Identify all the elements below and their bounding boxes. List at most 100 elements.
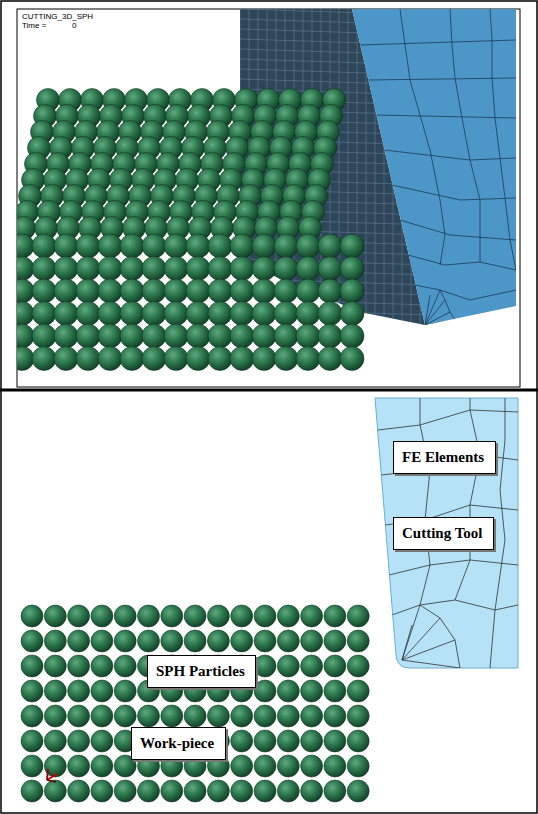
sph-particle (347, 755, 369, 777)
sph-particle (120, 279, 144, 303)
sph-particle (318, 257, 342, 281)
sph-particle (186, 279, 210, 303)
sph-particle (230, 257, 254, 281)
sph-particle (301, 780, 323, 802)
sph-particle (252, 234, 276, 258)
sph-particle (76, 347, 100, 371)
sph-particle (296, 347, 320, 371)
sph-particle (98, 347, 122, 371)
sph-particle (44, 730, 66, 752)
sph-particle (274, 234, 298, 258)
sph-particle (54, 347, 78, 371)
sph-particle (301, 755, 323, 777)
sph-particle (164, 257, 188, 281)
sph-particle (318, 347, 342, 371)
sph-particle (252, 257, 276, 281)
sph-particle (347, 680, 369, 702)
sph-particle (142, 347, 166, 371)
sph-particle (54, 324, 78, 348)
sph-particle (231, 605, 253, 627)
sph-particle (252, 324, 276, 348)
sph-particle (161, 630, 183, 652)
sph-particle (91, 605, 113, 627)
callout-box: Work-piece (131, 727, 226, 760)
sph-particle (301, 630, 323, 652)
sph-particle (254, 780, 276, 802)
callout-text: SPH Particles (156, 663, 245, 680)
sph-particle (17, 347, 34, 371)
bottom-view (21, 398, 518, 802)
sph-particle (91, 730, 113, 752)
sph-particle (252, 347, 276, 371)
sph-particle (138, 705, 160, 727)
sph-particle (347, 730, 369, 752)
sph-particle (17, 279, 34, 303)
sph-particle (76, 302, 100, 326)
sph-particle (161, 605, 183, 627)
sph-particle (301, 730, 323, 752)
sph-particle (318, 324, 342, 348)
sph-particle (21, 730, 43, 752)
sph-particle (32, 347, 56, 371)
sph-particle (347, 605, 369, 627)
sph-particle (340, 279, 364, 303)
sph-particle (142, 257, 166, 281)
sph-particle (76, 324, 100, 348)
sph-particle (32, 257, 56, 281)
plot-caption: 0 (72, 21, 76, 30)
sph-particle (186, 302, 210, 326)
sph-particle (347, 705, 369, 727)
sph-particle (208, 324, 232, 348)
sph-particle (274, 302, 298, 326)
sph-particle (44, 655, 66, 677)
sph-particle (208, 302, 232, 326)
sph-particle (91, 680, 113, 702)
sph-particle (161, 780, 183, 802)
sph-particle (254, 680, 276, 702)
sph-particle (296, 234, 320, 258)
sph-particle (230, 234, 254, 258)
sph-particle (277, 780, 299, 802)
sph-particle (186, 257, 210, 281)
sph-particle (296, 279, 320, 303)
sph-particle (207, 605, 229, 627)
callout-box: FE Elements (393, 441, 496, 474)
sph-particle (324, 755, 346, 777)
sph-particle (254, 755, 276, 777)
sph-particle (340, 234, 364, 258)
panel-divider (0, 389, 538, 392)
sph-particle (340, 257, 364, 281)
sph-particle (114, 605, 136, 627)
plot-caption: CUTTING_3D_SPH (22, 12, 93, 21)
sph-particle (91, 655, 113, 677)
sph-particle (277, 655, 299, 677)
sph-particle (114, 630, 136, 652)
callout-text: Cutting Tool (402, 525, 482, 542)
sph-particle (340, 347, 364, 371)
sph-particle (138, 780, 160, 802)
sph-particle (208, 257, 232, 281)
sph-particle (142, 279, 166, 303)
sph-particle (98, 257, 122, 281)
sph-particle (347, 655, 369, 677)
sph-particle (274, 257, 298, 281)
sph-particle (230, 347, 254, 371)
sph-particle (98, 234, 122, 258)
callout-text: Work-piece (140, 735, 214, 752)
sph-particle (208, 279, 232, 303)
sph-particle (231, 730, 253, 752)
sph-particle (230, 324, 254, 348)
sph-particle (186, 347, 210, 371)
sph-particle (184, 780, 206, 802)
sph-particle (324, 605, 346, 627)
sph-particle (68, 730, 90, 752)
sph-particle (324, 705, 346, 727)
sph-particle (340, 324, 364, 348)
sph-particle (142, 234, 166, 258)
sph-particle (68, 780, 90, 802)
sph-particle (347, 630, 369, 652)
sph-particle (98, 302, 122, 326)
sph-particle (138, 605, 160, 627)
